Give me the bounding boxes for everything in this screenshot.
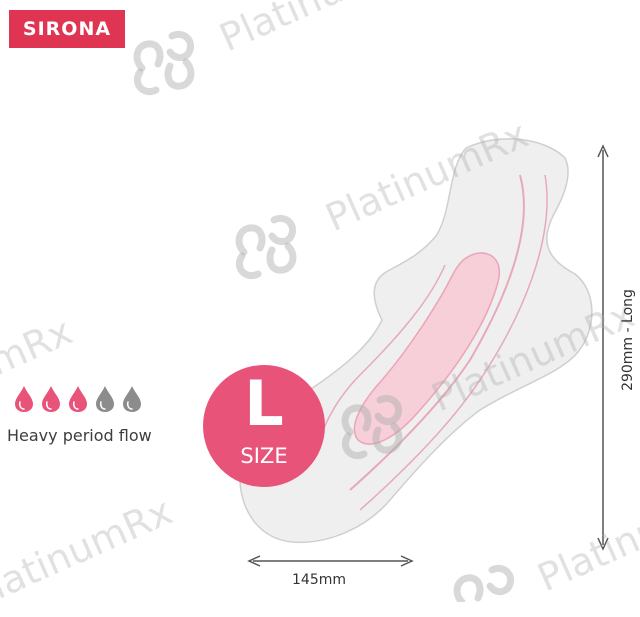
brand-logo: SIRONA (9, 10, 125, 48)
pad-channel (349, 174, 525, 491)
drop-filled-icon (42, 386, 60, 412)
length-arrow (597, 144, 609, 551)
length-dimension-label: 290mm - Long (620, 289, 636, 391)
flow-label: Heavy period flow (7, 426, 152, 445)
drop-empty-icon (96, 386, 114, 412)
size-badge: L SIZE (203, 365, 325, 487)
drop-empty-icon (123, 386, 141, 412)
pad-edge-line (317, 264, 446, 446)
drop-filled-icon (15, 386, 33, 412)
pad-core (353, 252, 501, 445)
size-letter: L (244, 367, 284, 440)
drop-filled-icon (69, 386, 87, 412)
flow-level-indicator (14, 385, 142, 413)
pad-channel-inner (359, 174, 548, 511)
brand-name: SIRONA (22, 18, 112, 40)
width-dimension-label: 145mm (292, 572, 346, 588)
sanitary-pad-illustration (239, 138, 609, 567)
width-arrow (247, 555, 414, 567)
size-word: SIZE (240, 444, 288, 468)
